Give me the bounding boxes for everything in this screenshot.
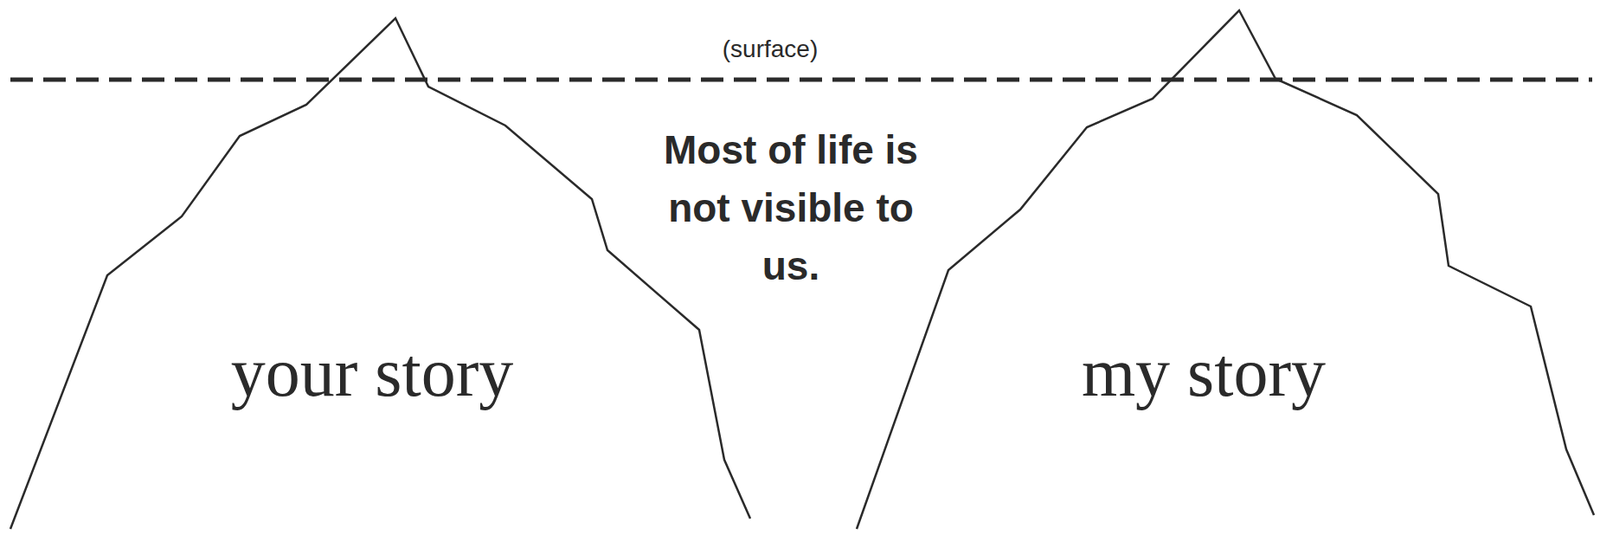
iceberg: my story [853,6,1598,535]
story-label: your story [231,334,515,411]
note-text: Most of life is not visible to us. [652,121,930,296]
story-label: my story [1081,334,1326,411]
iceberg-line [10,18,751,529]
surface-dashed-line [10,77,1593,83]
iceberg: your story [6,8,757,535]
iceberg-outline [6,8,757,535]
surface-label: (surface) [719,35,822,64]
iceberg-line [856,10,1594,529]
iceberg-outline [853,6,1598,535]
